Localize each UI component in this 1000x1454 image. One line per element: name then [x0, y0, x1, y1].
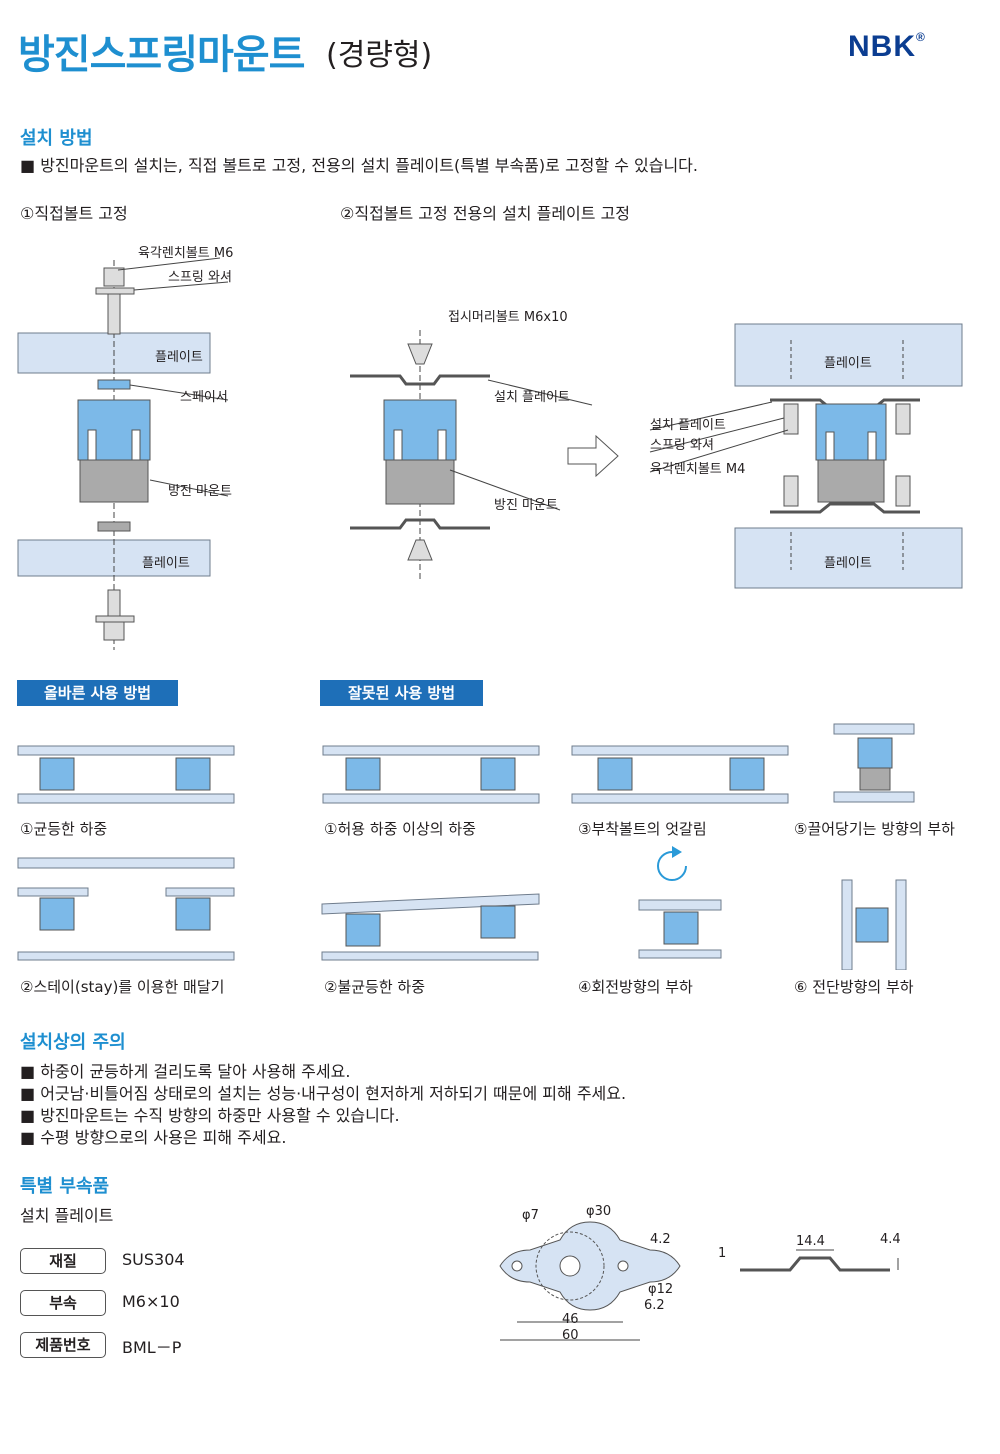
method1-title: ①직접볼트 고정 — [20, 204, 128, 223]
dim-inner: φ12 — [648, 1282, 674, 1297]
caution-item: ■ 하중이 균등하게 걸리도록 달아 사용해 주세요. — [20, 1062, 351, 1081]
direct-bolt-diagram — [17, 257, 229, 650]
d2-plate-label: 설치 플레이트 — [494, 390, 570, 405]
wrong-1-label: ①허용 하중 이상의 하중 — [324, 820, 476, 838]
d1-mount-label: 방진 마운트 — [168, 484, 232, 499]
wrong-3-label: ③부착볼트의 엇갈림 — [578, 820, 707, 838]
correct-1-label: ①균등한 하중 — [20, 820, 108, 838]
d2-mount-label: 방진 마운트 — [494, 498, 558, 513]
d3-bolt-label: 육각렌치볼트 M4 — [650, 462, 746, 477]
assembled-diagram — [649, 323, 963, 589]
spec-accessory-value: M6×10 — [122, 1292, 180, 1311]
d1-spacer-label: 스페이서 — [180, 390, 228, 405]
install-description: ■ 방진마운트의 설치는, 직접 볼트로 고정, 전용의 설치 플레이트(특별 … — [20, 156, 698, 175]
dim-thickness: 1 — [718, 1246, 727, 1261]
caution-heading: 설치상의 주의 — [20, 1032, 126, 1053]
plate-top-view-drawing — [499, 1221, 681, 1341]
d1-plate-top-label: 플레이트 — [155, 350, 203, 365]
spec-material-key: 재질 — [20, 1248, 106, 1274]
caution-item: ■ 어긋남·비틀어짐 상태로의 설치는 성능·내구성이 현저하게 저하되기 때문… — [20, 1084, 627, 1103]
d1-bolt-label: 육각렌치볼트 M6 — [138, 246, 234, 261]
accessory-name: 설치 플레이트 — [20, 1206, 114, 1225]
plate-side-view-drawing — [740, 1249, 899, 1272]
correct-usage-bar: 올바른 사용 방법 — [17, 680, 178, 706]
dim-w2: 60 — [562, 1328, 579, 1343]
dim-t1: 4.2 — [650, 1232, 671, 1247]
d3-washer-label: 스프링 와셔 — [650, 438, 714, 453]
dim-side-width: 14.4 — [796, 1234, 825, 1249]
d3-plate-bottom-label: 플레이트 — [824, 556, 872, 571]
wrong-6-label: ⑥ 전단방향의 부하 — [794, 978, 914, 996]
usage-illustrations — [17, 723, 915, 970]
d2-bolt-label: 접시머리볼트 M6x10 — [448, 310, 568, 325]
correct-2-label: ②스테이(stay)를 이용한 매달기 — [20, 978, 225, 996]
wrong-2-label: ②불균등한 하중 — [324, 978, 426, 996]
wrong-5-label: ⑤끌어당기는 방향의 부하 — [794, 820, 955, 838]
dim-r: 6.2 — [644, 1298, 665, 1313]
d1-washer-label: 스프링 와셔 — [168, 270, 232, 285]
accessory-heading: 특별 부속품 — [20, 1176, 110, 1197]
nbk-logo: NBK® — [848, 30, 926, 63]
spec-accessory-key: 부속 — [20, 1290, 106, 1316]
d3-plate-label: 설치 플레이트 — [650, 418, 726, 433]
wrong-usage-bar: 잘못된 사용 방법 — [320, 680, 483, 706]
dim-w1: 46 — [562, 1312, 579, 1327]
arrow-right-icon — [567, 434, 619, 478]
dim-circle: φ30 — [586, 1204, 612, 1219]
mounting-plate-diagram — [350, 330, 593, 580]
d1-plate-bottom-label: 플레이트 — [142, 556, 190, 571]
page-title: 방진스프링마운트 — [18, 32, 305, 78]
dim-side-height: 4.4 — [880, 1232, 901, 1247]
spec-material-value: SUS304 — [122, 1250, 185, 1269]
caution-item: ■ 수평 방향으로의 사용은 피해 주세요. — [20, 1128, 287, 1147]
dim-hole: φ7 — [522, 1208, 539, 1223]
spec-part-number-key: 제품번호 — [20, 1332, 106, 1358]
method2-title: ②직접볼트 고정 전용의 설치 플레이트 고정 — [340, 204, 631, 223]
page-subtitle: (경량형) — [326, 38, 433, 73]
d3-plate-top-label: 플레이트 — [824, 356, 872, 371]
install-heading: 설치 방법 — [20, 128, 93, 149]
wrong-4-label: ④회전방향의 부하 — [578, 978, 693, 996]
caution-item: ■ 방진마운트는 수직 방향의 하중만 사용할 수 있습니다. — [20, 1106, 400, 1125]
spec-part-number-value: BML－P — [122, 1338, 182, 1357]
